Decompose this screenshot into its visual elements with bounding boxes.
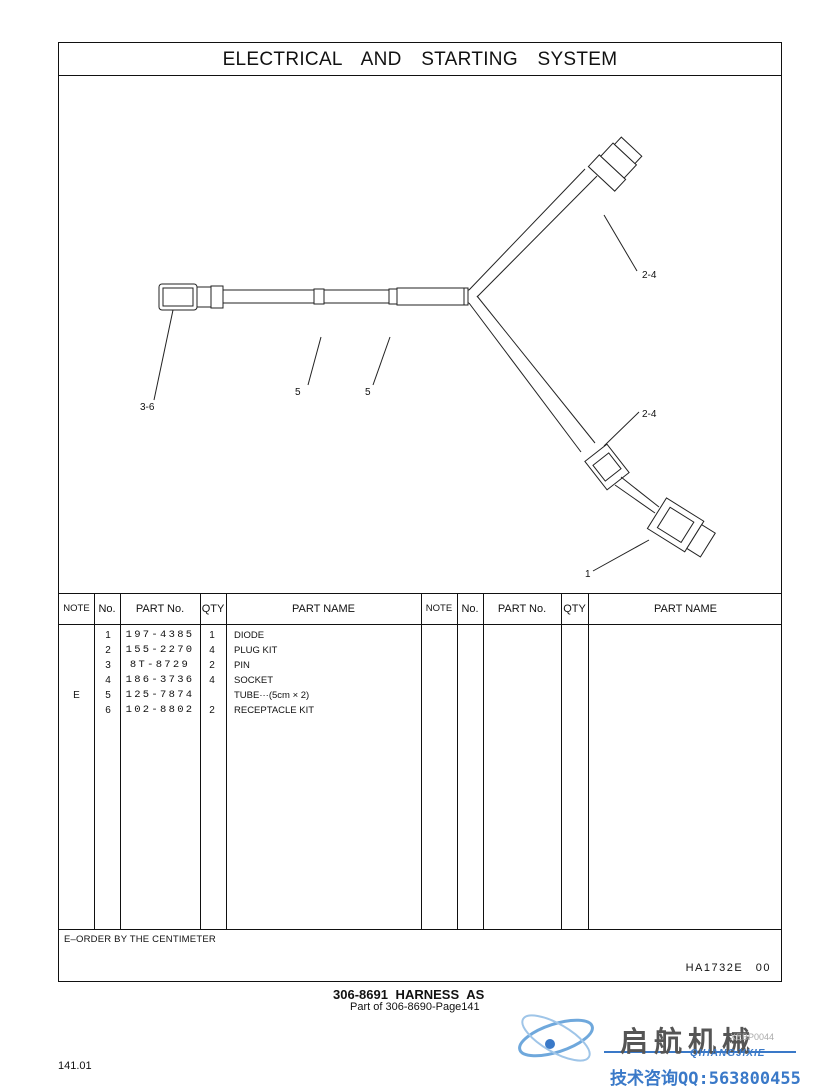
- callout-tube-2: 5: [365, 387, 371, 398]
- page-number: 141.01: [58, 1060, 92, 1072]
- watermark-name: 启航机械: [620, 1025, 757, 1058]
- callout-tube-1: 5: [295, 387, 301, 398]
- table-cell-note: [59, 628, 94, 643]
- parts-table: NOTE No. PART No. QTY PART NAME NOTE No.…: [59, 593, 781, 930]
- table-cell-part: 197-4385: [125, 629, 195, 641]
- header-part-name-2: PART NAME: [654, 603, 717, 615]
- table-cell-part: 125-7874: [125, 689, 195, 701]
- table-header: NOTE No. PART No. QTY PART NAME NOTE No.…: [59, 594, 781, 625]
- harness-subcaption: Part of 306-8690-Page141: [350, 1001, 480, 1013]
- header-no: No.: [98, 603, 116, 615]
- table-cell-qty: 1: [209, 630, 215, 641]
- table-cell-note: [59, 673, 94, 688]
- table-cell-qty: [200, 688, 224, 703]
- column-divider: [588, 594, 589, 929]
- column-divider: [561, 594, 562, 929]
- callout-receptacle: 3-6: [140, 402, 155, 413]
- harness-caption: 306-8691 HARNESS AS: [333, 987, 485, 1002]
- table-cell-name: TUBE···(5cm × 2): [234, 690, 310, 701]
- watermark-english-name: QIHANGJIXIE: [690, 1048, 766, 1059]
- column-divider: [457, 594, 458, 929]
- table-cell-part: 186-3736: [125, 674, 195, 686]
- header-note-2: NOTE: [425, 603, 453, 614]
- table-cell-qty: 2: [209, 705, 215, 716]
- header-qty-2: QTY: [563, 603, 586, 615]
- callout-plug-upper: 2-4: [642, 270, 657, 281]
- parts-sheet: ELECTRICAL AND STARTING SYSTEM: [58, 42, 782, 982]
- watermark-code: XEBP0044: [730, 1032, 775, 1042]
- column-divider: [421, 594, 422, 929]
- watermark-logo: [518, 1014, 796, 1062]
- table-cell-note: E: [73, 690, 80, 701]
- table-cell-part: 155-2270: [125, 644, 195, 656]
- table-cell-name: PLUG KIT: [234, 645, 278, 656]
- header-no-2: No.: [461, 603, 479, 615]
- column-divider: [483, 594, 484, 929]
- column-divider: [226, 594, 227, 929]
- column-divider: [200, 594, 201, 929]
- table-cell-part: 102-8802: [125, 704, 195, 716]
- table-cell-no: 3: [105, 660, 111, 671]
- table-cell-note: [59, 658, 94, 673]
- page-title: ELECTRICAL AND STARTING SYSTEM: [59, 43, 781, 76]
- table-cell-no: 2: [105, 645, 111, 656]
- table-cell-qty: 2: [209, 660, 215, 671]
- footnote: E–ORDER BY THE CENTIMETER: [64, 934, 216, 945]
- table-cell-note: [59, 703, 94, 718]
- table-cell-no: 1: [105, 630, 111, 641]
- table-cell-part: 8T-8729: [129, 659, 191, 671]
- column-divider: [94, 594, 95, 929]
- table-cell-note: [59, 643, 94, 658]
- header-part-no: PART No.: [135, 603, 185, 615]
- table-cell-no: 5: [105, 690, 111, 701]
- harness-drawing: 2-4 3-6 5 5 2-4 1: [59, 75, 781, 593]
- header-qty: QTY: [201, 603, 225, 615]
- drawing-code: HA1732E 00: [685, 962, 771, 974]
- callout-plug-lower: 2-4: [642, 409, 657, 420]
- header-note: NOTE: [63, 603, 90, 614]
- table-cell-name: SOCKET: [234, 675, 274, 686]
- header-part-name: PART NAME: [292, 603, 355, 615]
- table-cell-qty: 4: [209, 675, 215, 686]
- callout-diode: 1: [585, 569, 591, 580]
- table-cell-no: 4: [105, 675, 111, 686]
- table-cell-name: PIN: [234, 660, 250, 671]
- watermark-contact: 技术咨询QQ:563800455: [610, 1069, 801, 1089]
- column-divider: [120, 594, 121, 929]
- harness-illustration: [153, 136, 716, 572]
- table-cell-name: DIODE: [234, 630, 265, 641]
- table-cell-qty: 4: [209, 645, 215, 656]
- header-part-no-2: PART No.: [497, 603, 547, 615]
- table-cell-no: 6: [105, 705, 111, 716]
- table-cell-name: RECEPTACLE KIT: [234, 705, 315, 716]
